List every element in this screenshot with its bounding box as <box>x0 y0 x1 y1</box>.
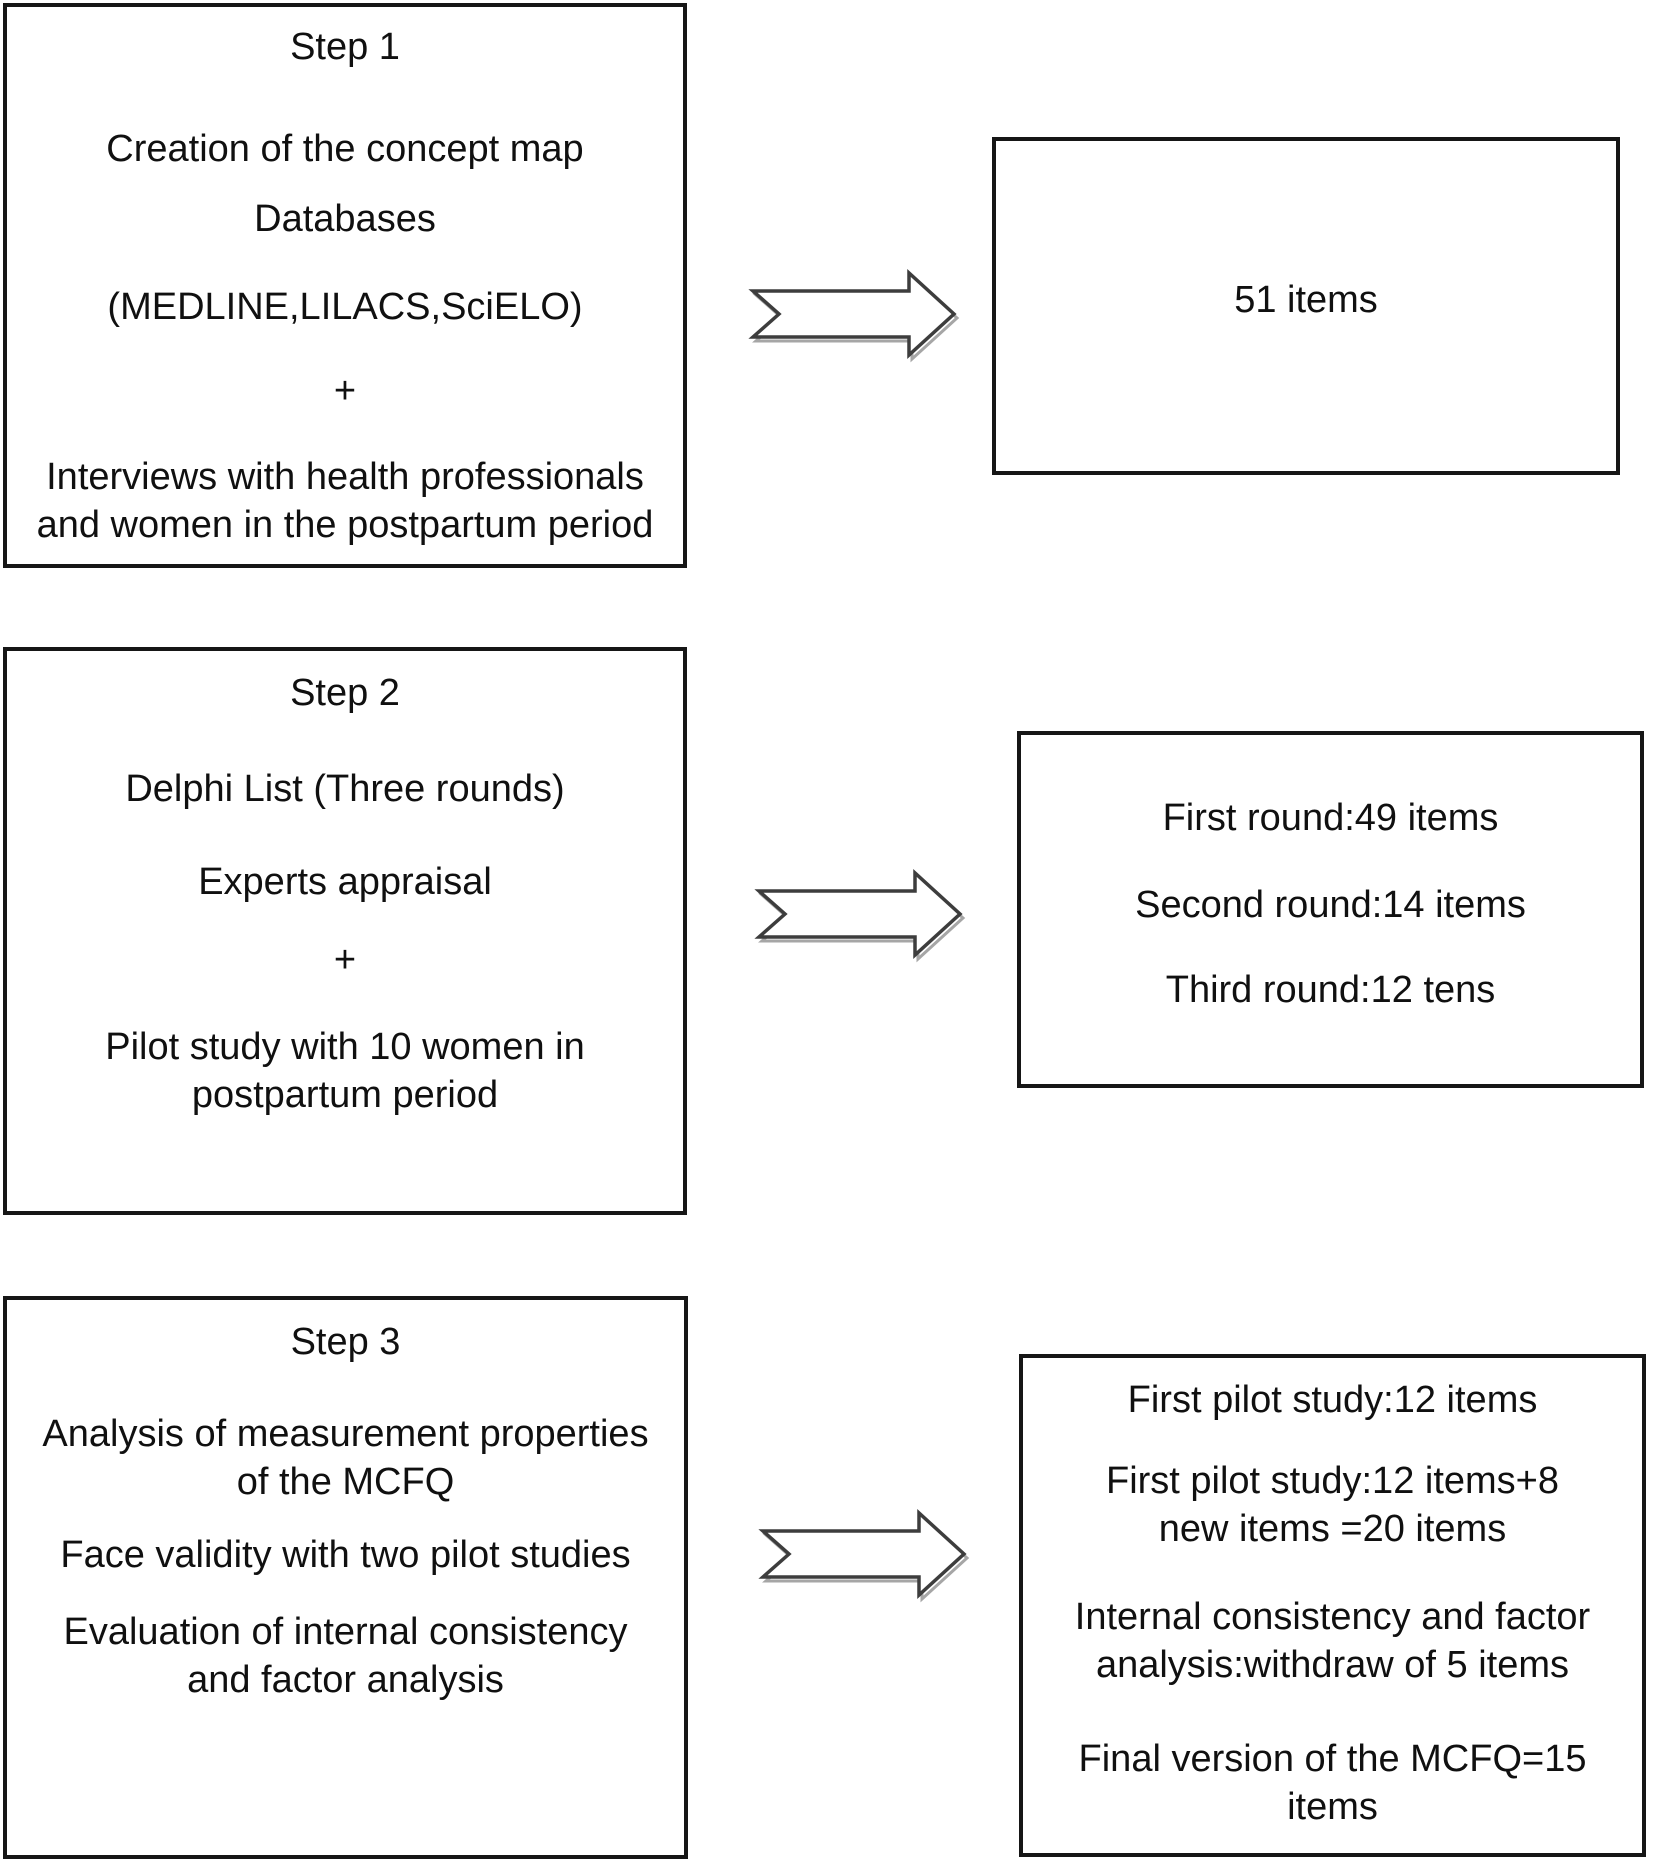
result-text-line: analysis:withdraw of 5 items <box>1095 1644 1570 1686</box>
step-2-result-box: First round:49 items Second round:14 ite… <box>1017 731 1644 1088</box>
plus-sign: + <box>333 370 357 412</box>
step-3-box: Step 3 Analysis of measurement propertie… <box>3 1296 688 1859</box>
result-text-line: First round:49 items <box>1162 797 1499 839</box>
result-text-line: items <box>1287 1786 1378 1828</box>
result-text-line: First pilot study:12 items <box>1127 1379 1538 1421</box>
right-arrow-icon-3 <box>758 1509 970 1603</box>
text-line: Face validity with two pilot studies <box>60 1534 631 1576</box>
result-text-line: First pilot study:12 items+8 <box>1105 1460 1559 1502</box>
plus-sign: + <box>333 939 357 981</box>
step-1-box: Step 1 Creation of the concept map Datab… <box>3 3 687 568</box>
result-text-line: new items =20 items <box>1158 1508 1507 1550</box>
text-line: and factor analysis <box>187 1659 504 1701</box>
right-arrow-icon-2 <box>754 869 966 963</box>
step-2-box: Step 2 Delphi List (Three rounds) Expert… <box>3 647 687 1215</box>
result-text-line: Internal consistency and factor <box>1074 1596 1591 1638</box>
step-1-title: Step 1 <box>290 26 400 68</box>
text-line: Delphi List (Three rounds) <box>125 768 565 810</box>
right-arrow-icon-1 <box>748 269 960 363</box>
text-line: Analysis of measurement properties <box>42 1413 649 1455</box>
text-line: of the MCFQ <box>236 1461 455 1503</box>
text-line: Evaluation of internal consistency <box>63 1611 628 1653</box>
text-line: Databases <box>254 198 436 240</box>
step-1-result-box: 51 items <box>992 137 1620 475</box>
result-text-line: Final version of the MCFQ=15 <box>1078 1738 1587 1780</box>
text-line: (MEDLINE,LILACS,SciELO) <box>107 286 583 328</box>
text-line: Experts appraisal <box>198 861 492 903</box>
text-line: Creation of the concept map <box>106 128 584 170</box>
text-line: and women in the postpartum period <box>36 504 654 546</box>
text-line: Pilot study with 10 women in <box>105 1026 585 1068</box>
step-2-title: Step 2 <box>290 672 400 714</box>
result-text-line: 51 items <box>1234 279 1378 321</box>
result-text-line: Third round:12 tens <box>1165 969 1496 1011</box>
text-line: Interviews with health professionals <box>46 456 644 498</box>
text-line: postpartum period <box>191 1074 499 1116</box>
result-text-line: Second round:14 items <box>1135 884 1526 926</box>
step-3-result-box: First pilot study:12 items First pilot s… <box>1019 1354 1646 1857</box>
step-3-title: Step 3 <box>290 1321 401 1363</box>
